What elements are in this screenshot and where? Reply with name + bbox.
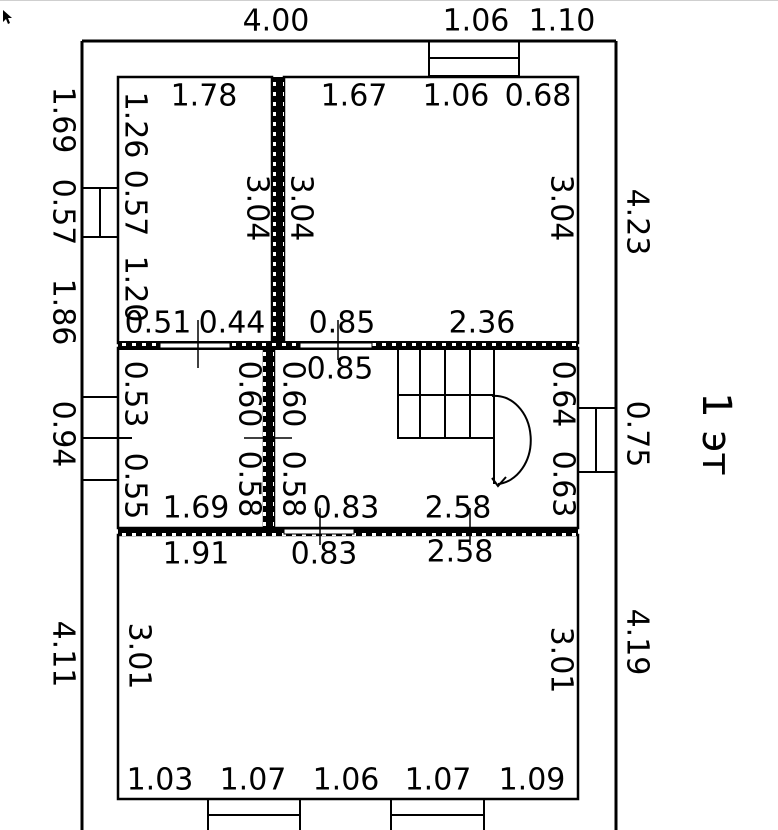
dim-bottom-5: 1.09 [499, 763, 566, 798]
screen-top-border [0, 0, 778, 1]
dim-bottom-3: 1.06 [313, 763, 380, 798]
dim-top-right: 1.10 [529, 4, 596, 39]
dim-tr-right-h: 3.04 [544, 175, 579, 242]
inner-walls [116, 75, 580, 801]
door-opening-left-top [159, 342, 231, 349]
dim-top-window: 1.06 [443, 4, 510, 39]
dim-hall-top-a: 0.85 [309, 306, 376, 341]
dim-right-window: 0.75 [620, 401, 655, 468]
dim-tl-height: 3.04 [240, 175, 275, 242]
dim-b-left-h: 3.01 [122, 623, 157, 690]
dim-hall-left-a: 0.60 [276, 361, 311, 428]
dim-left-window: 0.57 [46, 179, 81, 246]
dim-b-top-a: 1.91 [163, 537, 230, 572]
dim-tl-width: 1.78 [171, 79, 238, 114]
dim-ml-left-a: 0.53 [118, 361, 153, 428]
dim-hall-top-b: 2.36 [449, 306, 516, 341]
door-opening-hall-top [299, 342, 373, 349]
dimension-ticks [197, 320, 471, 545]
dim-tr-left-h: 3.04 [284, 175, 319, 242]
dim-tr-c: 0.68 [505, 79, 572, 114]
dim-hall-left-b: 0.58 [276, 451, 311, 518]
dim-hall-bottom-a: 0.83 [313, 491, 380, 526]
partition-vertical-top [273, 77, 284, 343]
staircase [397, 350, 532, 488]
dim-ml-right-a: 0.60 [232, 361, 267, 428]
dim-top-width: 4.00 [243, 4, 310, 39]
dim-bottom-2: 1.07 [220, 763, 287, 798]
dim-tl-left-a: 1.26 [118, 92, 153, 159]
dim-ml-right-b: 0.58 [232, 451, 267, 518]
dim-ml-top-b: 0.44 [199, 306, 266, 341]
dim-ml-bottom: 1.69 [163, 491, 230, 526]
dim-ml-top-a: 0.51 [125, 306, 192, 341]
dim-hall-bottom-b: 2.58 [425, 491, 492, 526]
dim-b-top-b: 0.83 [291, 537, 358, 572]
dim-b-top-c: 2.58 [427, 535, 494, 570]
exterior-openings [82, 41, 617, 830]
dim-hall-right-b: 0.63 [546, 451, 581, 518]
outer-walls [80, 39, 618, 830]
dim-tr-a: 1.67 [321, 79, 388, 114]
door-opening-hall-bottom [283, 528, 355, 535]
dim-bottom-4: 1.07 [405, 763, 472, 798]
dim-left-b: 1.86 [46, 279, 81, 346]
dim-left-a: 1.69 [46, 87, 81, 154]
dim-left-door: 0.94 [46, 401, 81, 468]
dim-left-c: 4.11 [46, 621, 81, 688]
dim-right-a: 4.23 [620, 189, 655, 256]
dim-tr-b: 1.06 [423, 79, 490, 114]
dim-tl-left-c: 1.20 [118, 256, 153, 323]
dim-ml-left-b: 0.55 [118, 453, 153, 520]
dim-bottom-1: 1.03 [127, 763, 194, 798]
dim-right-b: 4.19 [620, 609, 655, 676]
mouse-pointer-icon [3, 10, 12, 24]
dim-b-right-h: 3.01 [544, 627, 579, 694]
dim-tl-left-b: 0.57 [118, 170, 153, 237]
dim-hall-inner-top: 0.85 [307, 352, 374, 387]
dim-hall-right-a: 0.64 [546, 361, 581, 428]
floor-label: 1 эт [693, 392, 739, 475]
